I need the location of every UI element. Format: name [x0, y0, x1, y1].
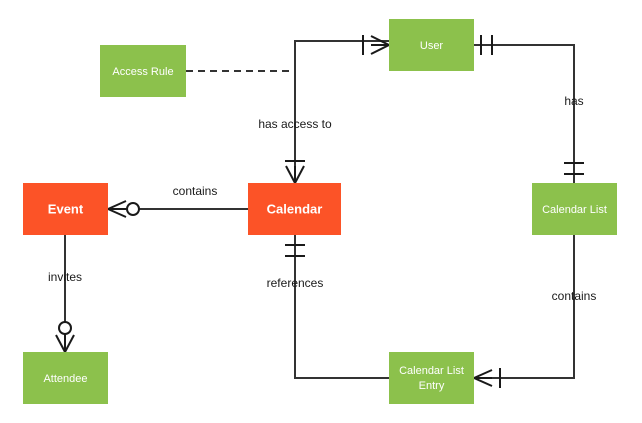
relationship-label-has: has — [564, 94, 583, 108]
connector-calendar-list-contains-entry — [474, 235, 575, 379]
entity-calendar-list-entry-label-line2: Entry — [419, 380, 445, 392]
entity-attendee[interactable]: Attendee — [23, 352, 108, 404]
connector-user-has-calendar-list — [474, 44, 575, 183]
entity-attendee-box[interactable] — [23, 352, 108, 404]
entity-calendar-list[interactable]: Calendar List — [532, 183, 617, 235]
entity-calendar-list-label: Calendar List — [542, 204, 607, 216]
entity-calendar-list-box[interactable] — [532, 183, 617, 235]
entity-calendar[interactable]: Calendar — [248, 183, 341, 235]
cardinality-calendar-top-one-or-many — [285, 160, 305, 184]
cardinality-calendar-list-top-exactly-one — [564, 162, 584, 175]
entity-access-rule-box[interactable] — [100, 45, 186, 97]
entity-user[interactable]: User — [389, 19, 474, 71]
entity-calendar-label: Calendar — [267, 201, 323, 216]
relationship-label-contains-list-entry: contains — [552, 289, 597, 303]
connector-calendar-references-entry — [294, 235, 389, 379]
cardinality-entry-right-one-or-many — [473, 368, 501, 388]
entity-attendee-label: Attendee — [43, 373, 87, 385]
entity-user-box[interactable] — [389, 19, 474, 71]
cardinality-user-right-exactly-one — [480, 35, 493, 55]
entity-event[interactable]: Event — [23, 183, 108, 235]
entity-calendar-box[interactable] — [248, 183, 341, 235]
entity-event-box[interactable] — [23, 183, 108, 235]
entity-user-label: User — [420, 40, 444, 52]
cardinality-user-left-one-or-many — [362, 35, 390, 55]
entity-calendar-list-entry-label-line1: Calendar List — [399, 365, 464, 377]
entity-event-label: Event — [48, 201, 84, 216]
cardinality-calendar-bottom-exactly-one — [285, 244, 305, 257]
entity-access-rule-label: Access Rule — [112, 66, 173, 78]
connector-calendar-has-access-to-user — [294, 40, 389, 183]
relationship-label-contains-event-calendar: contains — [173, 184, 218, 198]
entity-access-rule[interactable]: Access Rule — [100, 45, 186, 97]
relationship-label-references: references — [267, 276, 324, 290]
cardinality-attendee-top-zero-or-many — [55, 321, 75, 353]
relationship-label-invites: invites — [48, 270, 82, 284]
relationship-label-has-access-to: has access to — [258, 117, 332, 131]
entity-calendar-list-entry[interactable]: Calendar List Entry — [389, 352, 474, 404]
entity-calendar-list-entry-box[interactable] — [389, 352, 474, 404]
cardinality-event-right-zero-or-many — [107, 200, 140, 218]
